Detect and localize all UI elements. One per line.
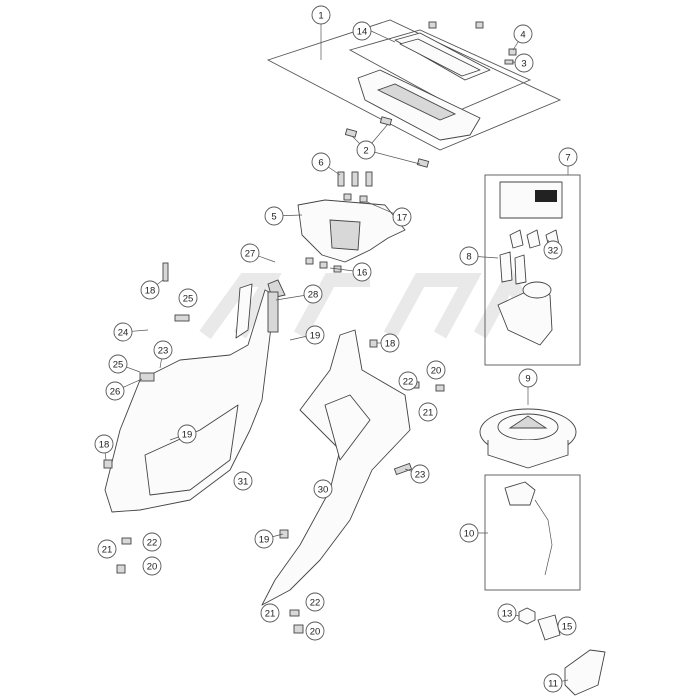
svg-text:16: 16 [357, 268, 368, 279]
callout-21: 21 [418, 402, 438, 422]
callout-18: 18 [94, 434, 114, 454]
callout-20: 20 [426, 360, 446, 380]
fuel-tank-cap [479, 408, 577, 469]
svg-text:23: 23 [158, 346, 169, 357]
callout-14: 14 [352, 21, 372, 41]
callout-20: 20 [305, 621, 325, 641]
callout-8: 8 [459, 246, 479, 266]
callout-4: 4 [513, 24, 533, 44]
callout-18: 18 [140, 280, 160, 300]
callout-26: 26 [105, 381, 125, 401]
callout-22: 22 [305, 592, 325, 612]
svg-text:18: 18 [99, 440, 110, 451]
svg-text:23: 23 [415, 470, 426, 481]
svg-text:18: 18 [385, 339, 396, 350]
callout-24: 24 [113, 322, 133, 342]
callout-2: 2 [356, 140, 376, 160]
callout-30: 30 [313, 479, 333, 499]
svg-text:24: 24 [118, 328, 129, 339]
svg-text:10: 10 [464, 529, 475, 540]
instrument-cluster-assembly [266, 19, 562, 168]
svg-text:14: 14 [357, 27, 368, 38]
callout-21: 21 [97, 539, 117, 559]
group-frame-10 [484, 474, 581, 591]
svg-text:26: 26 [110, 387, 121, 398]
svg-text:5: 5 [271, 212, 276, 223]
bowden-cable [484, 474, 581, 591]
callout-3: 3 [514, 53, 534, 73]
svg-text:2: 2 [363, 146, 368, 157]
svg-text:27: 27 [245, 249, 256, 260]
svg-text:4: 4 [520, 30, 525, 41]
callout-28: 28 [303, 284, 323, 304]
svg-text:30: 30 [318, 485, 329, 496]
svg-text:32: 32 [548, 246, 559, 257]
lock-set-assembly [484, 174, 581, 366]
svg-text:1: 1 [318, 11, 323, 22]
group-frame-14 [348, 29, 532, 111]
callout-13: 13 [497, 603, 517, 623]
callout-19: 19 [254, 529, 274, 549]
callout-1: 1 [311, 5, 331, 25]
barcode [535, 190, 557, 202]
callout-31: 31 [233, 471, 253, 491]
svg-text:31: 31 [238, 477, 249, 488]
callout-15: 15 [557, 616, 577, 636]
callout-17: 17 [392, 207, 412, 227]
svg-text:21: 21 [423, 408, 434, 419]
svg-text:11: 11 [548, 679, 558, 690]
svg-text:25: 25 [113, 360, 124, 371]
callout-5: 5 [264, 206, 284, 226]
callout-16: 16 [352, 262, 372, 282]
svg-text:7: 7 [565, 153, 570, 164]
callout-11: 11 [543, 673, 563, 693]
svg-text:13: 13 [502, 609, 513, 620]
callout-32: 32 [543, 240, 563, 260]
svg-text:21: 21 [265, 609, 276, 620]
callout-22: 22 [398, 371, 418, 391]
callout-21: 21 [260, 603, 280, 623]
svg-text:17: 17 [397, 213, 408, 224]
callout-22: 22 [142, 532, 162, 552]
svg-text:8: 8 [466, 252, 471, 263]
svg-text:25: 25 [183, 294, 194, 305]
svg-text:22: 22 [310, 598, 321, 609]
svg-text:20: 20 [147, 562, 158, 573]
svg-text:9: 9 [525, 374, 530, 385]
callout-18: 18 [380, 333, 400, 353]
strap-28 [235, 283, 253, 339]
svg-text:19: 19 [259, 535, 270, 546]
callout-19: 19 [177, 424, 197, 444]
svg-text:19: 19 [310, 331, 321, 342]
svg-text:15: 15 [562, 622, 573, 633]
svg-text:22: 22 [147, 538, 158, 549]
svg-text:3: 3 [521, 59, 526, 70]
left-side-fairing [103, 262, 286, 513]
svg-text:19: 19 [182, 430, 193, 441]
callout-10: 10 [459, 523, 479, 543]
svg-text:20: 20 [310, 627, 321, 638]
svg-text:20: 20 [431, 366, 442, 377]
callout-7: 7 [558, 147, 578, 167]
svg-text:28: 28 [308, 290, 319, 301]
callout-6: 6 [311, 152, 331, 172]
callout-25: 25 [108, 354, 128, 374]
callouts: 1 14 4 3 2 6 7 5 17 27 16 8 32 18 25 28 … [94, 5, 578, 693]
group-frame-7 [484, 174, 581, 366]
right-side-fairing [261, 329, 413, 606]
svg-text:6: 6 [318, 158, 323, 169]
callout-23: 23 [410, 464, 430, 484]
bracket-assembly [297, 171, 406, 273]
callout-9: 9 [518, 368, 538, 388]
lower-small-parts [518, 607, 606, 696]
callout-23: 23 [153, 340, 173, 360]
svg-text:22: 22 [403, 377, 414, 388]
svg-text:21: 21 [102, 545, 113, 556]
svg-text:18: 18 [145, 286, 156, 297]
callout-27: 27 [240, 243, 260, 263]
callout-19: 19 [305, 325, 325, 345]
callout-20: 20 [142, 556, 162, 576]
callout-25: 25 [178, 288, 198, 308]
